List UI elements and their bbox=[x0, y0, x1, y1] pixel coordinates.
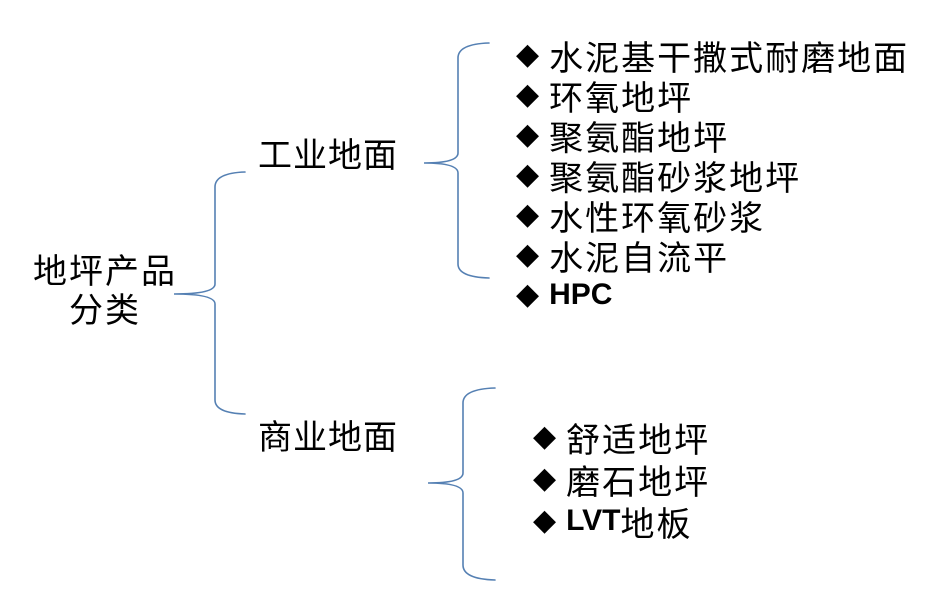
diamond-bullet-icon: ◆ bbox=[516, 77, 540, 112]
branch-label-industrial: 工业地面 bbox=[258, 138, 398, 175]
diamond-bullet-icon: ◆ bbox=[516, 197, 540, 232]
diamond-bullet-icon: ◆ bbox=[516, 157, 540, 192]
item-text: 地板 bbox=[620, 506, 693, 544]
list-item: ◆ HPC bbox=[516, 275, 909, 315]
industrial-item-list: ◆ 水泥基干撒式耐磨地面 ◆ 环氧地坪 ◆ 聚氨酯地坪 ◆ 聚氨酯砂浆地坪 ◆ … bbox=[516, 35, 909, 315]
root-label: 地坪产品 分类 bbox=[33, 254, 177, 330]
item-text: 磨石地坪 bbox=[566, 464, 711, 502]
item-text: 水泥基干撒式耐磨地面 bbox=[549, 40, 910, 78]
industrial-brace bbox=[423, 42, 490, 279]
item-text: 聚氨酯砂浆地坪 bbox=[549, 160, 802, 198]
item-text-latin: HPC bbox=[549, 278, 613, 311]
list-item: ◆ 磨石地坪 bbox=[533, 458, 710, 502]
diamond-bullet-icon: ◆ bbox=[516, 37, 540, 72]
item-text-latin: LVT bbox=[566, 504, 621, 537]
list-item: ◆ LVT 地板 bbox=[533, 500, 710, 544]
list-item: ◆ 舒适地坪 bbox=[533, 416, 710, 460]
list-item: ◆ 水性环氧砂浆 bbox=[516, 195, 909, 238]
item-text: 环氧地坪 bbox=[549, 80, 694, 118]
commercial-brace bbox=[427, 387, 496, 581]
list-item: ◆ 水泥自流平 bbox=[516, 235, 909, 278]
list-item: ◆ 聚氨酯地坪 bbox=[516, 115, 909, 158]
branch-label-commercial: 商业地面 bbox=[258, 420, 398, 457]
diamond-bullet-icon: ◆ bbox=[516, 277, 540, 312]
item-text: 水泥自流平 bbox=[549, 240, 730, 278]
diamond-bullet-icon: ◆ bbox=[533, 503, 557, 538]
commercial-item-list: ◆ 舒适地坪 ◆ 磨石地坪 ◆ LVT 地板 bbox=[533, 416, 710, 544]
list-item: ◆ 聚氨酯砂浆地坪 bbox=[516, 155, 909, 198]
diamond-bullet-icon: ◆ bbox=[533, 461, 557, 496]
diamond-bullet-icon: ◆ bbox=[516, 117, 540, 152]
diamond-bullet-icon: ◆ bbox=[533, 419, 557, 454]
item-text: 水性环氧砂浆 bbox=[549, 200, 766, 238]
item-text: 聚氨酯地坪 bbox=[549, 120, 730, 158]
list-item: ◆ 水泥基干撒式耐磨地面 bbox=[516, 35, 909, 78]
diamond-bullet-icon: ◆ bbox=[516, 237, 540, 272]
item-text: 舒适地坪 bbox=[566, 422, 711, 460]
list-item: ◆ 环氧地坪 bbox=[516, 75, 909, 118]
